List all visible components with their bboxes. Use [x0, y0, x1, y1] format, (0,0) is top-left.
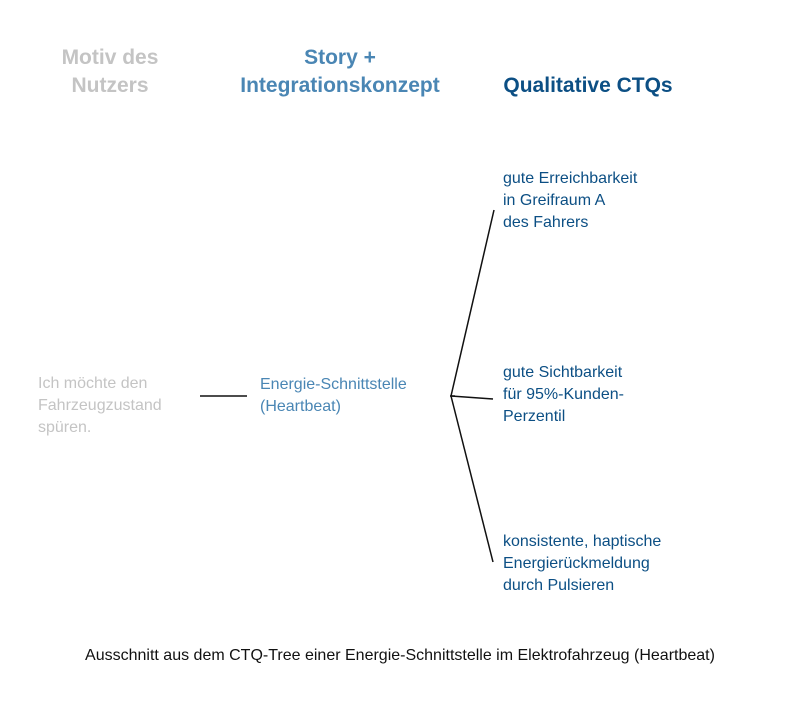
- connector-ctq-3: [450, 395, 494, 563]
- header-ctq: Qualitative CTQs: [503, 74, 673, 97]
- ctq-node-3: konsistente, haptische Energierückmeldun…: [503, 533, 662, 594]
- ctq-node-1: gute Erreichbarkeit in Greifraum A des F…: [503, 170, 638, 231]
- motive-node: Ich möchte den Fahrzeugzustand spüren.: [38, 375, 162, 436]
- story-node: Energie-Schnittstelle (Heartbeat): [260, 376, 407, 415]
- connector-ctq-1: [450, 209, 495, 397]
- connector-ctq-2: [450, 395, 494, 400]
- header-motiv: Motiv des Nutzers: [61, 46, 159, 97]
- figure-caption: Ausschnitt aus dem CTQ-Tree einer Energi…: [85, 647, 715, 664]
- header-story: Story + Integrationskonzept: [240, 46, 440, 97]
- ctq-node-2: gute Sichtbarkeit für 95%-Kunden- Perzen…: [503, 364, 624, 425]
